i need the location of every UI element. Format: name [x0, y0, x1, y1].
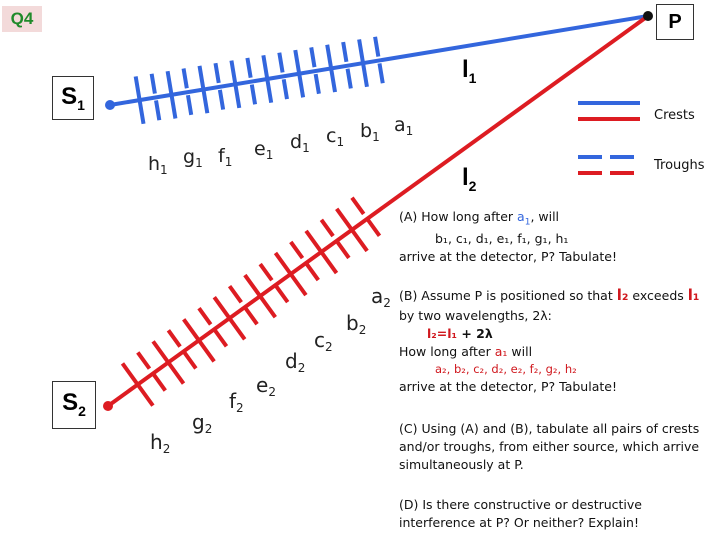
wave1-wavefront-crest: [357, 39, 369, 88]
wave2-wavefront-crest: [182, 318, 216, 363]
label-d1: d1: [290, 131, 310, 155]
source2-name: S: [62, 389, 79, 416]
question-c: (C) Using (A) and (B), tabulate all pair…: [399, 421, 700, 473]
source1-box: S1: [52, 76, 94, 120]
wave1-wavefront-crest: [261, 54, 274, 103]
wave1-wavefront-trough: [245, 57, 258, 106]
wave1-wavefront-trough: [341, 41, 353, 90]
wave2-wavefront-crest: [304, 229, 339, 275]
label-e2: e2: [256, 373, 276, 399]
question-a: (A) How long after a1, will b₁, c₁, d₁, …: [399, 209, 617, 264]
label-h2: h2: [150, 430, 171, 456]
wave1-wavefront-trough: [309, 47, 322, 96]
source2-sub: 2: [78, 403, 86, 419]
wave1-wavefront-trough: [149, 73, 162, 122]
source2-box: S2: [52, 381, 96, 429]
legend-crests-label: Crests: [654, 108, 695, 123]
label-c2: c2: [314, 328, 333, 354]
wave1-wavefront-trough: [213, 62, 226, 111]
label-a2: a2: [371, 284, 391, 310]
label-g2: g2: [192, 410, 213, 436]
detector-dot: [643, 11, 653, 21]
wave2-wavefront-crest: [335, 207, 369, 253]
label-h1: h1: [148, 153, 168, 177]
label-g1: g1: [183, 146, 203, 170]
question-tag: Q4: [2, 6, 42, 32]
wave1-wavefront-crest: [197, 65, 210, 114]
wave1-wavefront-trough: [181, 68, 194, 117]
wave1-wavefront-crest: [229, 60, 242, 109]
label-f2: f2: [229, 389, 244, 415]
wave2-wavefront-trough: [319, 218, 354, 264]
label-b2: b2: [346, 311, 367, 337]
label-c1: c1: [326, 125, 345, 149]
wave2-wavefront-trough: [166, 329, 201, 374]
path-l1-label: l1: [462, 56, 477, 86]
wave1-wavefront-trough: [373, 36, 385, 85]
label-a1: a1: [394, 114, 414, 138]
label-d2: d2: [285, 349, 306, 375]
source2-dot: [103, 401, 113, 411]
wave2-wavefront-crest: [120, 362, 155, 407]
wave2-wavefront-trough: [227, 284, 262, 330]
wave1-wavefront-crest: [293, 49, 306, 98]
wave1-wavefront-crest: [165, 70, 178, 119]
wave2-wavefront-crest: [151, 340, 186, 385]
wave2-wavefront-trough: [136, 351, 170, 396]
wave2-wavefront-trough: [289, 240, 323, 286]
wave2-wavefront-crest: [243, 273, 277, 319]
path-l2-label: l2: [462, 164, 477, 194]
legend-troughs-label: Troughs: [654, 158, 705, 173]
detector-label: P: [656, 4, 694, 40]
label-b1: b1: [360, 120, 380, 144]
wave2-wavefront-trough: [350, 196, 385, 242]
wave1-wavefront-trough: [277, 52, 290, 101]
source1-name: S: [61, 83, 78, 110]
wave2-wavefront-trough: [258, 262, 293, 308]
path-l1-line: [109, 14, 649, 107]
source1-dot: [105, 100, 115, 110]
wave2-wavefront-trough: [197, 307, 232, 352]
label-f1: f1: [218, 145, 233, 169]
question-d: (D) Is there constructive or destructive…: [399, 497, 642, 531]
wave2-wavefront-crest: [212, 296, 247, 341]
wave1-wavefront-crest: [133, 76, 146, 125]
wave2-wavefront-crest: [273, 251, 308, 297]
question-b: (B) Assume P is positioned so that l₂ ex…: [399, 286, 700, 394]
label-e1: e1: [254, 138, 274, 162]
source1-sub: 1: [77, 97, 85, 113]
wave1-wavefront-crest: [325, 44, 338, 93]
